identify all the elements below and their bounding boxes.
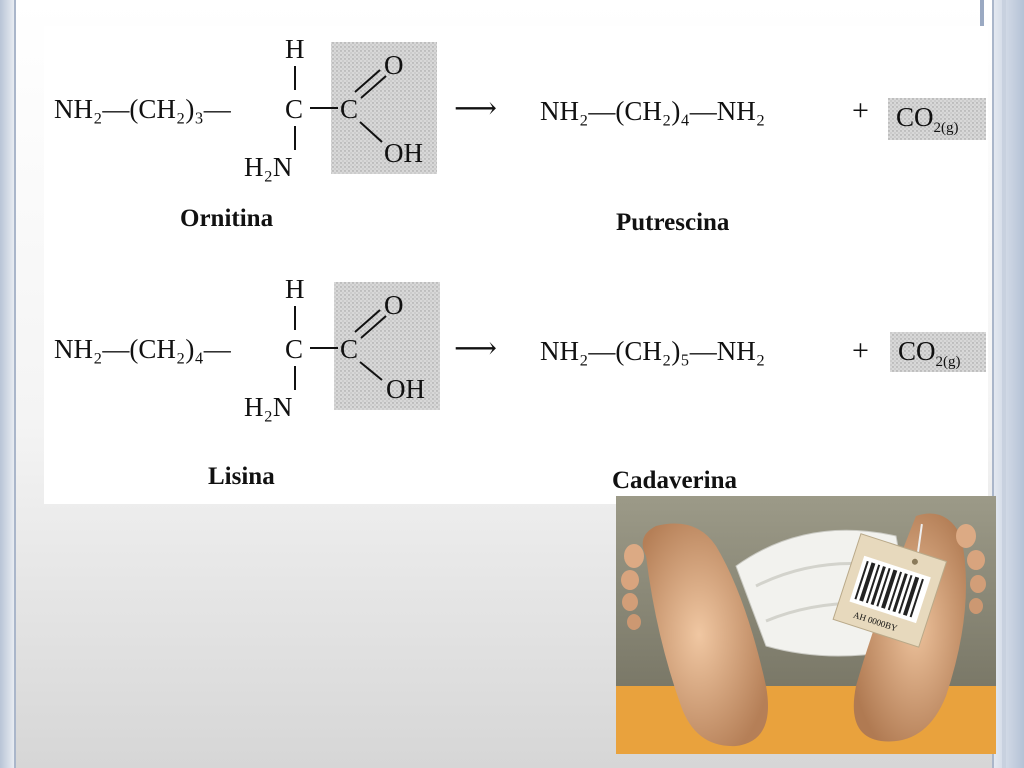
product-name-1: Putrescina xyxy=(616,209,730,236)
toe-tag: AH 0000BY xyxy=(832,523,948,648)
double-bond-b-1 xyxy=(360,75,387,99)
alpha-amine-2: H₂N xyxy=(244,392,292,422)
product-1: NH₂—(CH₂)₄—NH₂ xyxy=(540,96,765,126)
reactant-chain-2: NH₂—(CH₂)₄— xyxy=(54,334,232,364)
alpha-amine-1: H₂N xyxy=(244,152,292,182)
double-bond-a-1 xyxy=(354,69,381,93)
carboxyl-highlight-1 xyxy=(331,42,437,174)
double-bond-b-2 xyxy=(360,315,387,339)
co2-2: CO2(g) xyxy=(898,336,961,370)
alpha-hydrogen-2: H xyxy=(285,274,305,304)
reaction-arrow-1: ⟶ xyxy=(454,92,497,125)
alpha-carbon-2: C xyxy=(285,334,303,364)
left-foot xyxy=(621,523,768,747)
decarboxylation-figure: NH₂—(CH₂)₃— H C H₂N C O OH Ornitina ⟶ NH… xyxy=(44,26,988,504)
carboxyl-highlight-2 xyxy=(334,282,440,410)
alpha-hydrogen-1: H xyxy=(285,34,305,64)
bond-c-oh-1 xyxy=(359,121,383,143)
reaction-1: NH₂—(CH₂)₃— H C H₂N C O OH Ornitina ⟶ NH… xyxy=(54,34,986,236)
plus-2: + xyxy=(852,334,869,367)
product-2: NH₂—(CH₂)₅—NH₂ xyxy=(540,336,765,366)
double-bond-a-2 xyxy=(354,309,381,333)
barcode-icon xyxy=(849,555,931,624)
reactant-name-1: Ornitina xyxy=(180,205,274,232)
product-name-2: Cadaverina xyxy=(612,467,738,494)
co2-highlight-1 xyxy=(888,98,986,140)
co2-highlight-2 xyxy=(890,332,986,372)
toe-tag-photo: AH 0000BY xyxy=(616,496,996,754)
reaction-2: NH₂—(CH₂)₄— H C H₂N C O OH Lisina ⟶ NH₂—… xyxy=(54,274,986,494)
slide-top-accent xyxy=(980,0,984,28)
alpha-carbon-1: C xyxy=(285,94,303,124)
carboxyl-carbon-2: C xyxy=(340,334,358,364)
reactant-chain-1: NH₂—(CH₂)₃— xyxy=(54,94,232,124)
slide-right-border xyxy=(992,0,1024,768)
carboxyl-carbon-1: C xyxy=(340,94,358,124)
co2-1: CO2(g) xyxy=(896,102,959,136)
plus-1: + xyxy=(852,94,869,127)
reaction-arrow-2: ⟶ xyxy=(454,332,497,365)
hydroxyl-2: OH xyxy=(386,374,425,404)
bond-c-oh-2 xyxy=(359,361,383,381)
hydroxyl-1: OH xyxy=(384,138,423,168)
carbonyl-oxygen-2: O xyxy=(384,290,404,320)
reactant-name-2: Lisina xyxy=(208,463,275,490)
carbonyl-oxygen-1: O xyxy=(384,50,404,80)
slide-left-border xyxy=(0,0,16,768)
